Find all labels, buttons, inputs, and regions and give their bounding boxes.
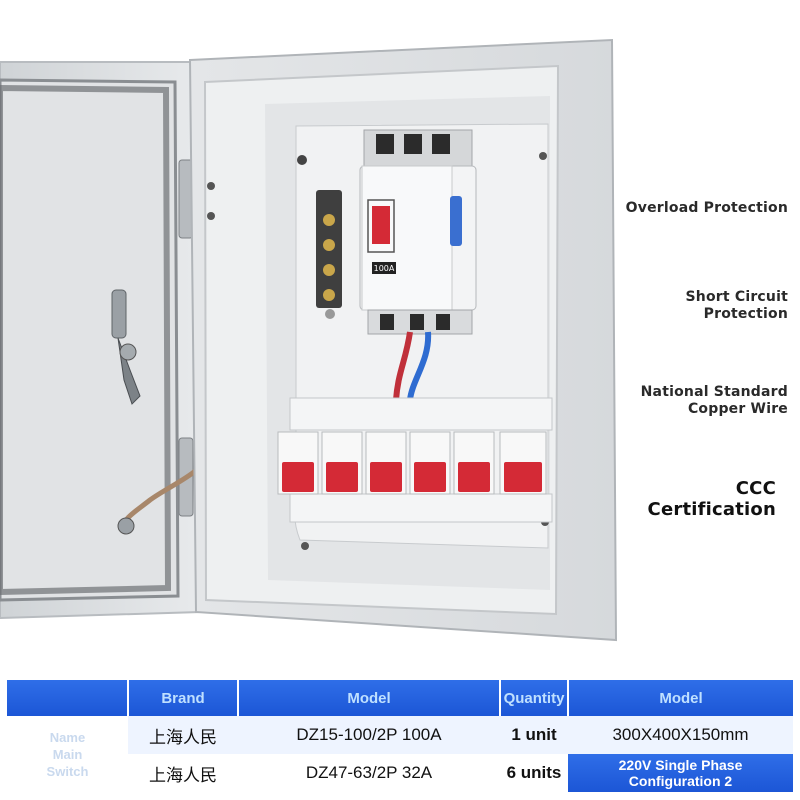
branch-breaker-icon xyxy=(321,431,363,495)
header-empty xyxy=(7,680,129,716)
row-label-line3: Switch xyxy=(46,763,89,779)
cabinet-door xyxy=(0,61,202,620)
table-row: 上海人民 DZ47-63/2P 32A 6 units 220V Single … xyxy=(7,754,793,792)
spec-table: Brand Model Quantity Model Name Main Swi… xyxy=(7,680,793,792)
header-brand: Brand xyxy=(128,680,239,716)
distribution-box-illustration: 100A xyxy=(0,38,618,642)
cell-brand: 上海人民 xyxy=(128,716,238,754)
feature-short-circuit-protection: Short Circuit Protection xyxy=(686,289,788,323)
cell-model: DZ15-100/2P 100A xyxy=(238,716,500,754)
product-image: 100A xyxy=(0,38,788,642)
cell-configuration: 220V Single Phase Configuration 2 xyxy=(568,754,793,792)
branch-breaker-icon xyxy=(499,431,547,495)
cell-spec: 300X400X150mm xyxy=(568,716,793,754)
copper-wire-icon xyxy=(393,331,432,401)
key-lock-icon xyxy=(111,289,141,405)
branch-breakers xyxy=(277,431,547,495)
feature-ccc-certification: CCC Certification xyxy=(648,478,776,520)
config-line2: Configuration 2 xyxy=(628,773,733,789)
row-label-line2: Main xyxy=(52,746,83,762)
branch-breaker-icon xyxy=(277,431,319,495)
feature-overload-protection: Overload Protection xyxy=(626,200,788,217)
row-label-line1: Name xyxy=(49,729,86,745)
cell-quantity: 6 units xyxy=(500,754,568,792)
spec-table-header: Brand Model Quantity Model xyxy=(7,680,793,716)
row-label-cell: Name Main Switch xyxy=(7,716,128,792)
feature-ccc-line2: Certification xyxy=(647,499,776,520)
header-quantity: Quantity xyxy=(500,680,569,716)
terminal-block-icon xyxy=(316,190,342,319)
feature-copper-wire: National Standard Copper Wire xyxy=(641,384,788,418)
table-row: Name Main Switch 上海人民 DZ15-100/2P 100A 1… xyxy=(7,716,793,792)
branch-breaker-icon xyxy=(365,431,407,495)
feature-overload-text: Overload Protection xyxy=(625,200,788,216)
branch-breaker-icon xyxy=(409,431,451,495)
feature-ccc-line1: CCC xyxy=(735,478,776,499)
feature-wire-line2: Copper Wire xyxy=(687,401,788,417)
config-line1: 220V Single Phase xyxy=(618,757,743,773)
breaker-rating-label: 100A xyxy=(374,264,395,273)
feature-short-line1: Short Circuit xyxy=(685,289,788,305)
cell-brand: 上海人民 xyxy=(128,754,238,792)
cell-quantity: 1 unit xyxy=(500,716,568,754)
feature-short-line2: Protection xyxy=(703,306,788,322)
branch-breaker-icon xyxy=(453,431,495,495)
main-breaker-icon: 100A xyxy=(359,129,477,335)
din-rail xyxy=(289,397,553,523)
header-model-size: Model xyxy=(568,680,793,716)
cell-model: DZ47-63/2P 32A xyxy=(238,754,500,792)
feature-wire-line1: National Standard xyxy=(640,384,788,400)
header-model: Model xyxy=(238,680,501,716)
